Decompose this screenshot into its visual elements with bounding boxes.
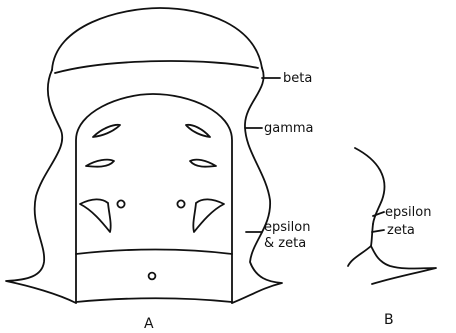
b-label-epsilon: epsilon xyxy=(385,205,431,220)
b-lower-wing xyxy=(371,246,436,284)
mark-left-3 xyxy=(80,199,111,232)
mark-right-2 xyxy=(190,160,216,167)
figure-a: beta gamma epsilon & zeta A xyxy=(6,8,314,332)
beta-inner-line xyxy=(55,61,258,73)
plate-band-top xyxy=(76,250,232,255)
pore-right xyxy=(177,200,184,207)
label-beta: beta xyxy=(283,71,312,86)
b-zeta-leader xyxy=(372,230,384,232)
pore-left xyxy=(117,200,124,207)
b-label-zeta: zeta xyxy=(387,223,415,238)
label-epsilon: epsilon xyxy=(264,220,310,235)
mark-right-3 xyxy=(193,199,224,232)
mark-right-1 xyxy=(186,125,210,137)
caption-b: B xyxy=(384,312,394,328)
gamma-outline xyxy=(6,70,76,303)
mark-left-2 xyxy=(86,160,114,167)
pore-center xyxy=(149,273,156,280)
gamma-outline-right xyxy=(232,68,282,303)
caption-a: A xyxy=(144,316,154,332)
mark-left-1 xyxy=(93,125,120,137)
label-zeta: & zeta xyxy=(264,236,306,251)
b-lower-left xyxy=(348,246,371,266)
b-epsilon-leader xyxy=(373,212,384,216)
label-gamma: gamma xyxy=(264,121,314,136)
figure-b: epsilon zeta B xyxy=(348,148,436,328)
b-connector xyxy=(371,224,373,246)
plate-band-bottom xyxy=(76,298,232,302)
